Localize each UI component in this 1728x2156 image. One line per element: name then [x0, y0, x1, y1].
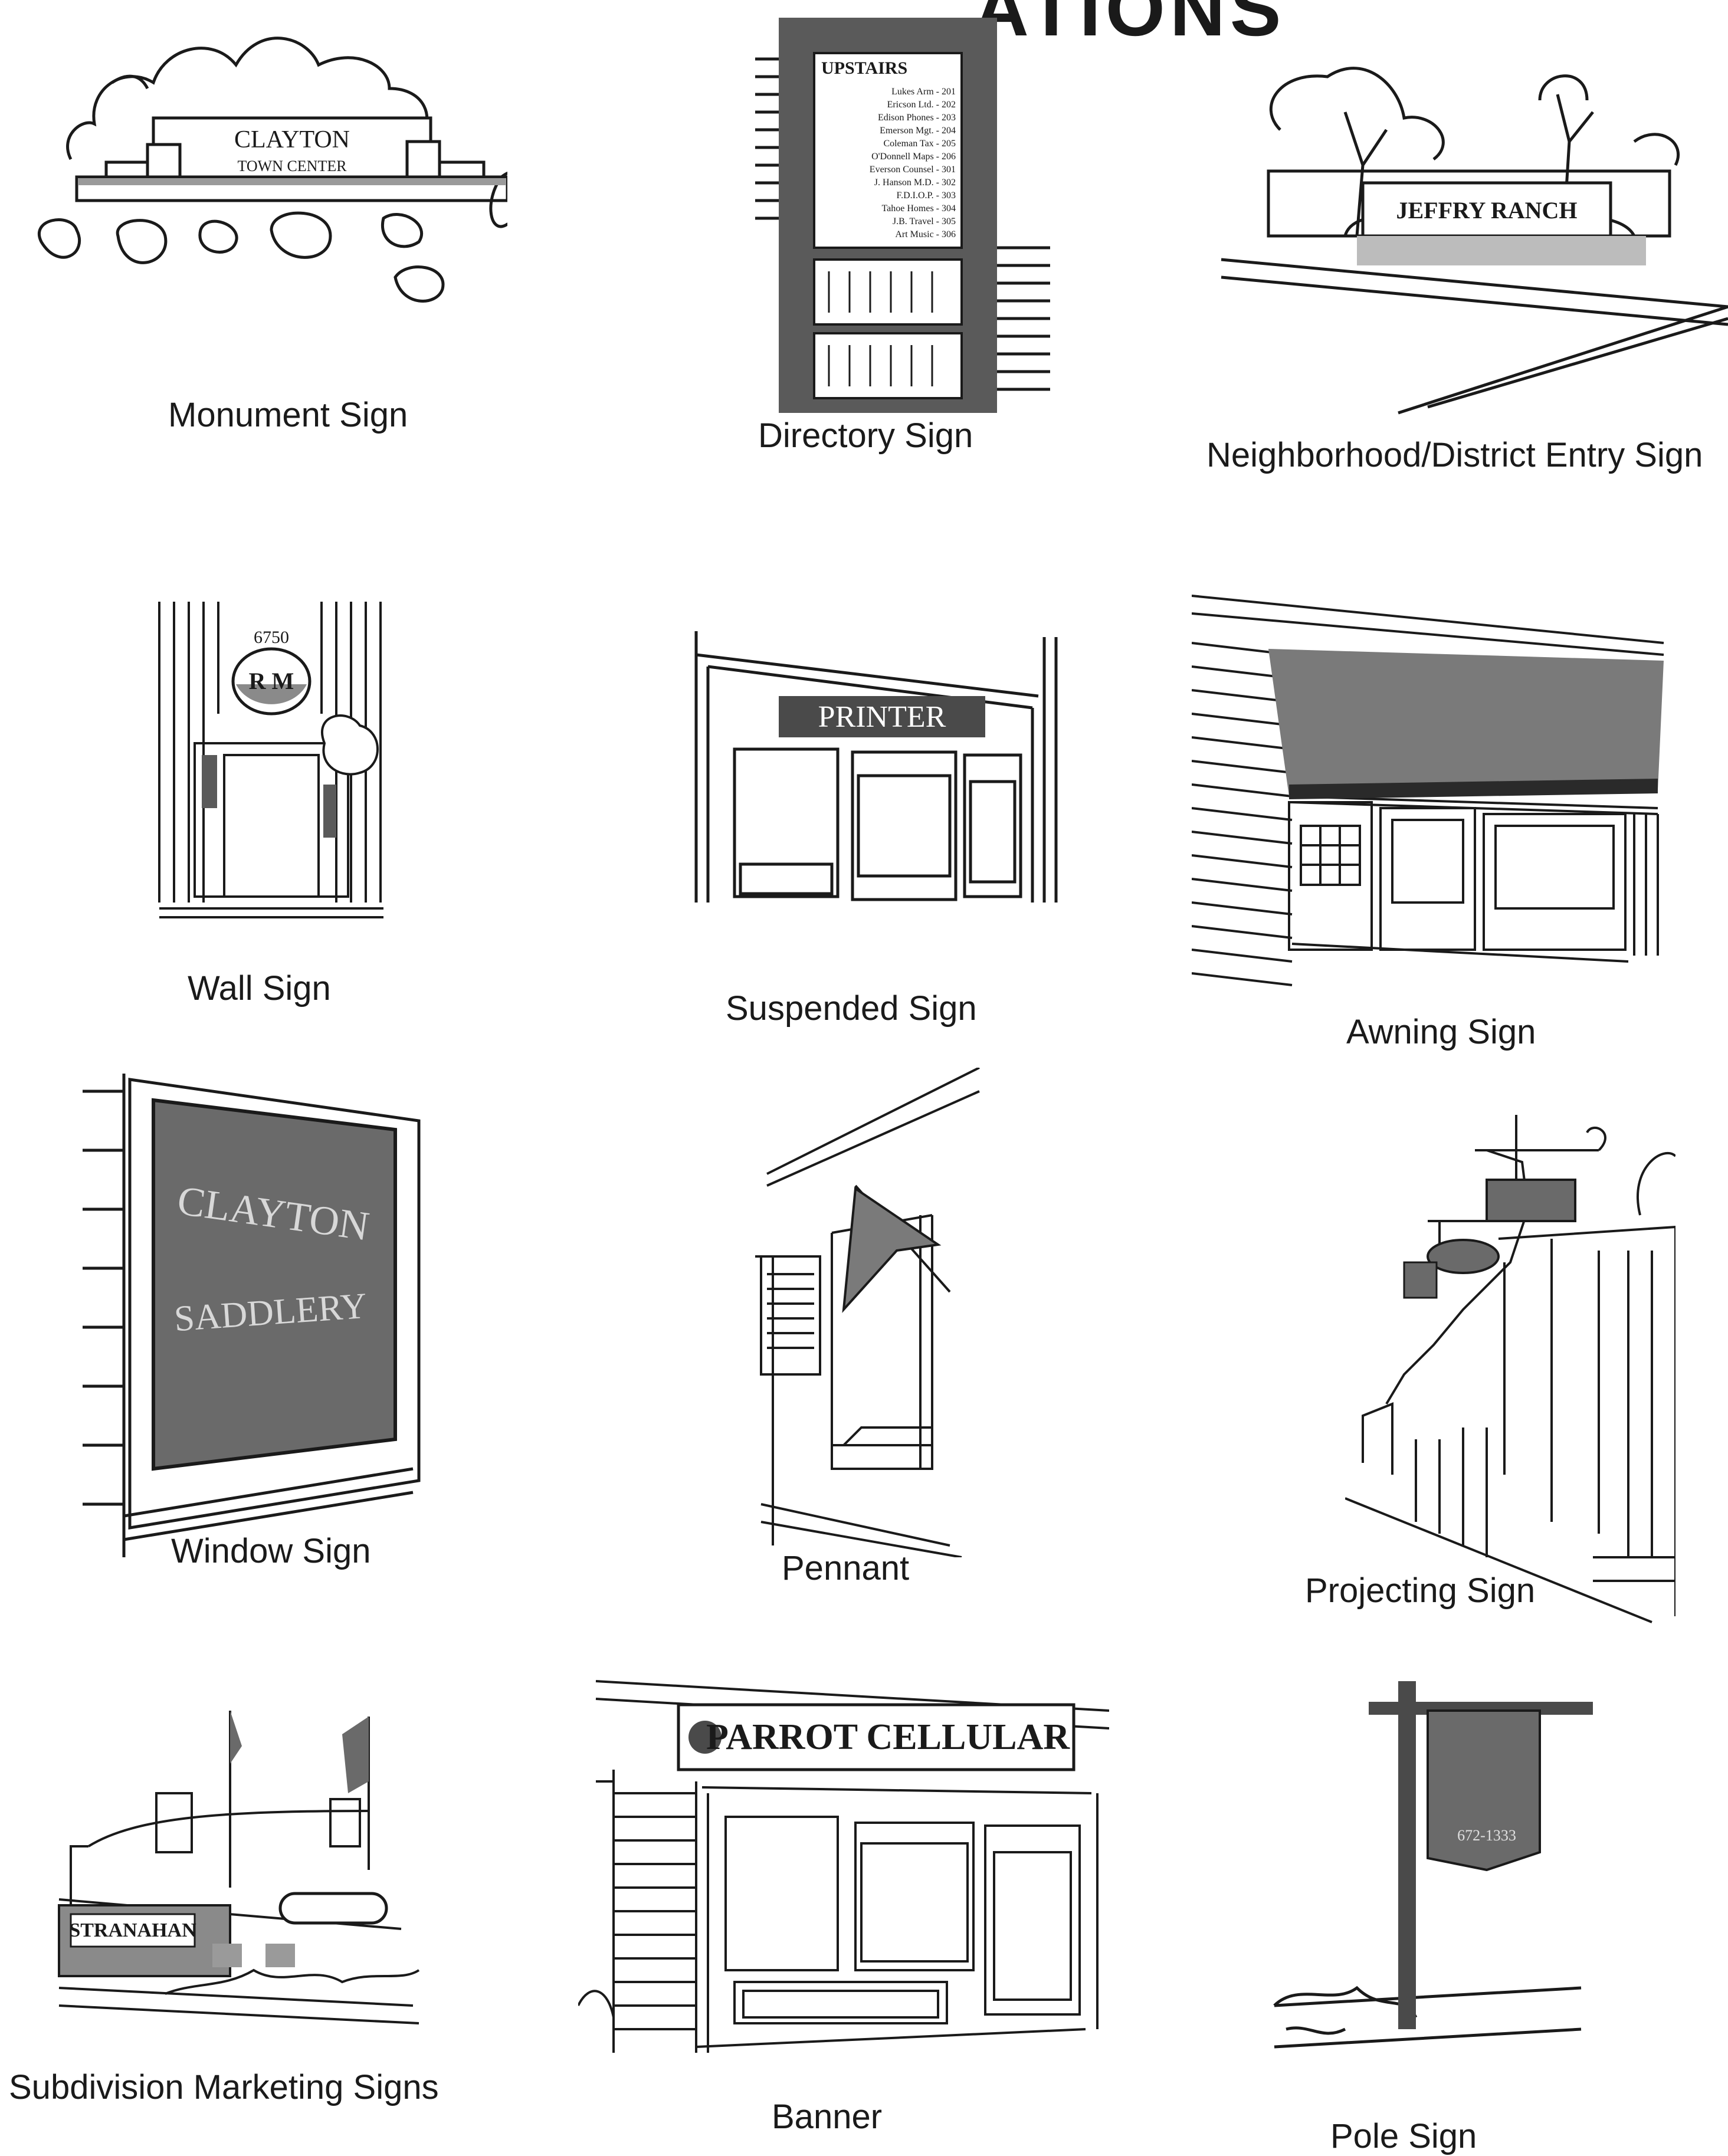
suspended-sign-illustration: PRINTER — [694, 631, 1058, 903]
projecting-sign-label: Projecting Sign — [1305, 1571, 1536, 1610]
neighborhood-sign-text: JEFFRY RANCH — [1396, 197, 1577, 224]
monument-sign-illustration: CLAYTON TOWN CENTER — [38, 37, 507, 303]
suspended-sign-label: Suspended Sign — [726, 989, 977, 1028]
monument-sign-line1: CLAYTON — [234, 126, 350, 153]
directory-entry: O'Donnell Maps - 206 — [871, 152, 956, 162]
wall-sign-illustration: 6750 R M — [158, 602, 383, 918]
directory-entry: J.B. Travel - 305 — [893, 216, 956, 227]
wall-sign-label: Wall Sign — [188, 969, 331, 1008]
neighborhood-sign-illustration: JEFFRY RANCH — [1221, 67, 1728, 415]
pole-sign-phone: 672-1333 — [1457, 1827, 1516, 1844]
pole-sign-label: Pole Sign — [1330, 2117, 1477, 2155]
window-sign-label: Window Sign — [171, 1532, 371, 1570]
wall-sign-number: 6750 — [254, 628, 289, 647]
projecting-sign-illustration — [1345, 1115, 1675, 1623]
directory-sign-label: Directory Sign — [758, 416, 973, 455]
directory-header: UPSTAIRS — [821, 58, 907, 78]
awning-sign-illustration — [1192, 595, 1664, 986]
pennant-illustration — [755, 1068, 980, 1557]
directory-entry: Lukes Arm - 201 — [891, 87, 956, 97]
monument-sign-label: Monument Sign — [168, 396, 408, 434]
directory-entry: Art Music - 306 — [895, 229, 956, 239]
directory-entry: F.D.I.O.P. - 303 — [896, 191, 956, 201]
directory-entry: J. Hanson M.D. - 302 — [874, 178, 956, 188]
banner-label: Banner — [772, 2098, 883, 2136]
page-heading: ATIONS — [973, 0, 1286, 52]
directory-entry: Coleman Tax - 205 — [883, 139, 956, 149]
neighborhood-sign-label: Neighborhood/District Entry Sign — [1206, 436, 1703, 474]
suspended-sign-text: PRINTER — [818, 700, 946, 734]
banner-text: PARROT CELLULAR — [706, 1717, 1070, 1757]
directory-entry: Tahoe Homes - 304 — [881, 204, 956, 214]
subdivision-sign-text: STRANAHAN — [69, 1919, 196, 1941]
banner-illustration: PARROT CELLULAR — [578, 1680, 1109, 2053]
directory-entry: Ericson Ltd. - 202 — [887, 100, 956, 110]
window-sign-illustration: CLAYTON SADDLERY — [83, 1074, 421, 1557]
wall-sign-monogram: R M — [249, 668, 294, 694]
directory-entry: Everson Counsel - 301 — [870, 165, 956, 175]
directory-entry: Emerson Mgt. - 204 — [880, 126, 956, 136]
monument-sign-line2: TOWN CENTER — [237, 157, 347, 175]
pennant-label: Pennant — [782, 1549, 910, 1587]
subdivision-signs-label: Subdivision Marketing Signs — [9, 2068, 439, 2106]
awning-sign-label: Awning Sign — [1346, 1013, 1536, 1051]
pole-sign-illustration: 672-1333 — [1273, 1681, 1593, 2049]
subdivision-signs-illustration: STRANAHAN — [58, 1711, 420, 2024]
directory-entry: Edison Phones - 203 — [878, 113, 956, 123]
